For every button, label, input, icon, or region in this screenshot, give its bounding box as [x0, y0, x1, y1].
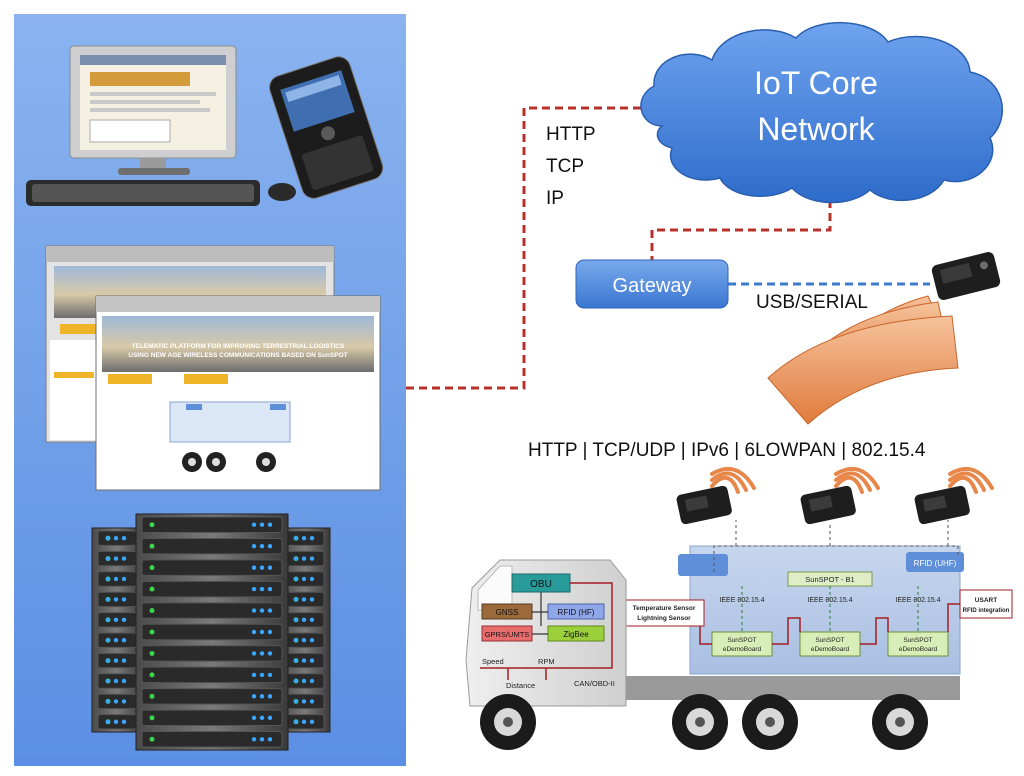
truck-diagram: RFID (UHF) SunSPOT - B1 IEEE 802.15.4 IE… [465, 520, 1013, 750]
protocol-http: HTTP [546, 124, 596, 145]
protocol-tcp: TCP [546, 156, 584, 177]
banner-line-2: USING NEW AGE WIRELESS COMMUNICATIONS BA… [128, 352, 347, 359]
obu-label: OBU [530, 579, 552, 590]
link-left-to-cloud [406, 106, 652, 390]
rfid-hf-label: RFID (HF) [558, 608, 595, 617]
mobile-phone-icon [269, 56, 384, 199]
browser-window-front: TELEMATIC PLATFORM FOR IMPROVING TERREST… [95, 295, 381, 491]
temp-sensor-line-2: Lightning Sensor [637, 615, 691, 622]
ieee-label-1: IEEE 802.15.4 [719, 597, 764, 604]
cloud-title-line-2: Network [757, 111, 875, 147]
gprs-label: GPRS/UMTS [485, 630, 530, 639]
sunspot-base-station-icon [931, 252, 1001, 300]
banner-line-1: TELEMATIC PLATFORM FOR IMPROVING TERREST… [132, 343, 345, 350]
ieee-label-2: IEEE 802.15.4 [807, 597, 852, 604]
board-1-line-1: SunSPOT [727, 637, 756, 644]
rpm-label: RPM [538, 657, 555, 666]
gateway-label: Gateway [613, 275, 692, 297]
iot-core-network-cloud: IoT Core Network [640, 21, 1004, 204]
gateway-box: Gateway [575, 259, 729, 309]
link-cloud-to-gateway [650, 200, 832, 262]
board-3-line-1: SunSPOT [903, 637, 932, 644]
protocol-ip: IP [546, 188, 564, 209]
board-1-line-2: eDemoBoard [723, 646, 762, 653]
desktop-computer-icon [26, 45, 296, 206]
usb-serial-label: USB/SERIAL [756, 292, 868, 313]
ieee-label-3: IEEE 802.15.4 [895, 597, 940, 604]
cloud-title-line-1: IoT Core [754, 65, 878, 101]
zigbee-label: ZigBee [563, 630, 589, 639]
truck-wheels [480, 694, 928, 750]
speed-label: Speed [482, 657, 504, 666]
protocol-stack-label: HTTP | TCP/UDP | IPv6 | 6LOWPAN | 802.15… [528, 440, 926, 461]
distance-label: Distance [506, 681, 535, 690]
board-3-line-2: eDemoBoard [899, 646, 938, 653]
usart-line-1: USART [975, 597, 997, 604]
board-2-line-2: eDemoBoard [811, 646, 850, 653]
sensor-node-icons [676, 466, 994, 525]
server-rack-icon [91, 513, 331, 751]
usart-line-2: RFID integration [963, 608, 1010, 614]
can-obd-label: CAN/OBD-II [574, 679, 615, 688]
board-2-line-1: SunSPOT [815, 637, 844, 644]
temp-sensor-line-1: Temperature Sensor [633, 605, 696, 612]
rfid-uhf-label: RFID (UHF) [914, 559, 957, 568]
sunspot-b1-label: SunSPOT - B1 [805, 575, 854, 584]
radio-waves-icon [767, 295, 959, 425]
gnss-label: GNSS [496, 608, 519, 617]
